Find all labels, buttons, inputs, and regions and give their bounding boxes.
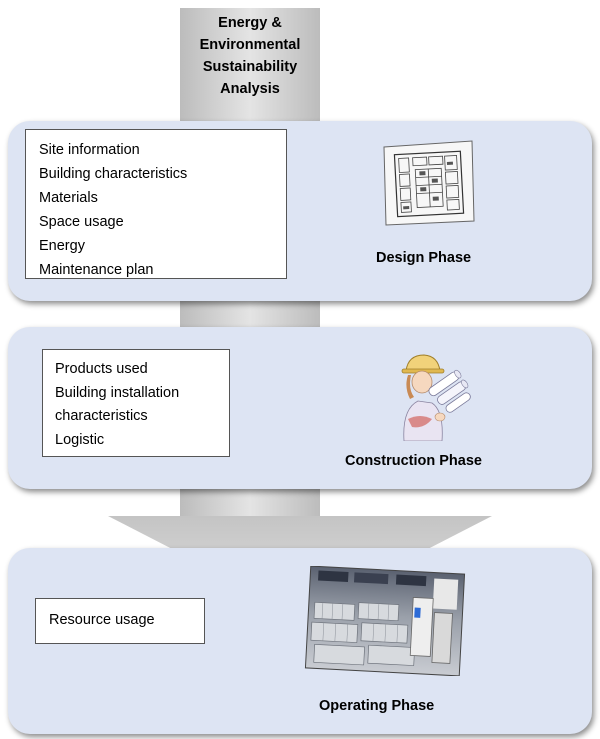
list-item: Resource usage bbox=[49, 612, 155, 628]
list-item: Materials bbox=[39, 190, 98, 206]
floor-plan-blueprint-icon bbox=[383, 140, 475, 226]
arrow-title-line: Sustainability bbox=[202, 59, 298, 75]
arrow-title-line: Environmental bbox=[199, 37, 301, 53]
operating-phase-label: Operating Phase bbox=[319, 698, 435, 714]
list-item: Logistic bbox=[55, 431, 105, 448]
list-item: Building characteristics bbox=[39, 166, 188, 182]
list-item: Maintenance plan bbox=[39, 262, 154, 278]
operating-info-box: Resource usage bbox=[35, 598, 205, 644]
list-item: characteristics bbox=[55, 408, 148, 424]
design-phase-panel: Site information Building characteristic… bbox=[8, 121, 592, 301]
arrow-head bbox=[108, 516, 492, 553]
design-info-box: Site information Building characteristic… bbox=[25, 129, 287, 279]
construction-phase-label: Construction Phase bbox=[345, 453, 482, 469]
list-item: Site information bbox=[39, 142, 140, 158]
arrow-title-line: Analysis bbox=[220, 81, 280, 97]
list-item: Space usage bbox=[39, 214, 124, 230]
list-item: Products used bbox=[55, 361, 148, 377]
construction-phase-panel: Products used Building installation char… bbox=[8, 327, 592, 489]
design-phase-label: Design Phase bbox=[376, 250, 472, 266]
operating-phase-panel: Resource usage bbox=[8, 548, 592, 734]
arrow-title-line: Energy & bbox=[218, 15, 282, 31]
server-room-photo bbox=[304, 566, 466, 676]
engineer-with-blueprints-icon bbox=[401, 354, 471, 441]
list-item: Building installation bbox=[55, 384, 180, 401]
construction-info-box: Products used Building installation char… bbox=[42, 349, 230, 457]
arrow-title: Energy & Environmental Sustainability An… bbox=[180, 12, 320, 100]
list-item: Energy bbox=[39, 238, 85, 254]
